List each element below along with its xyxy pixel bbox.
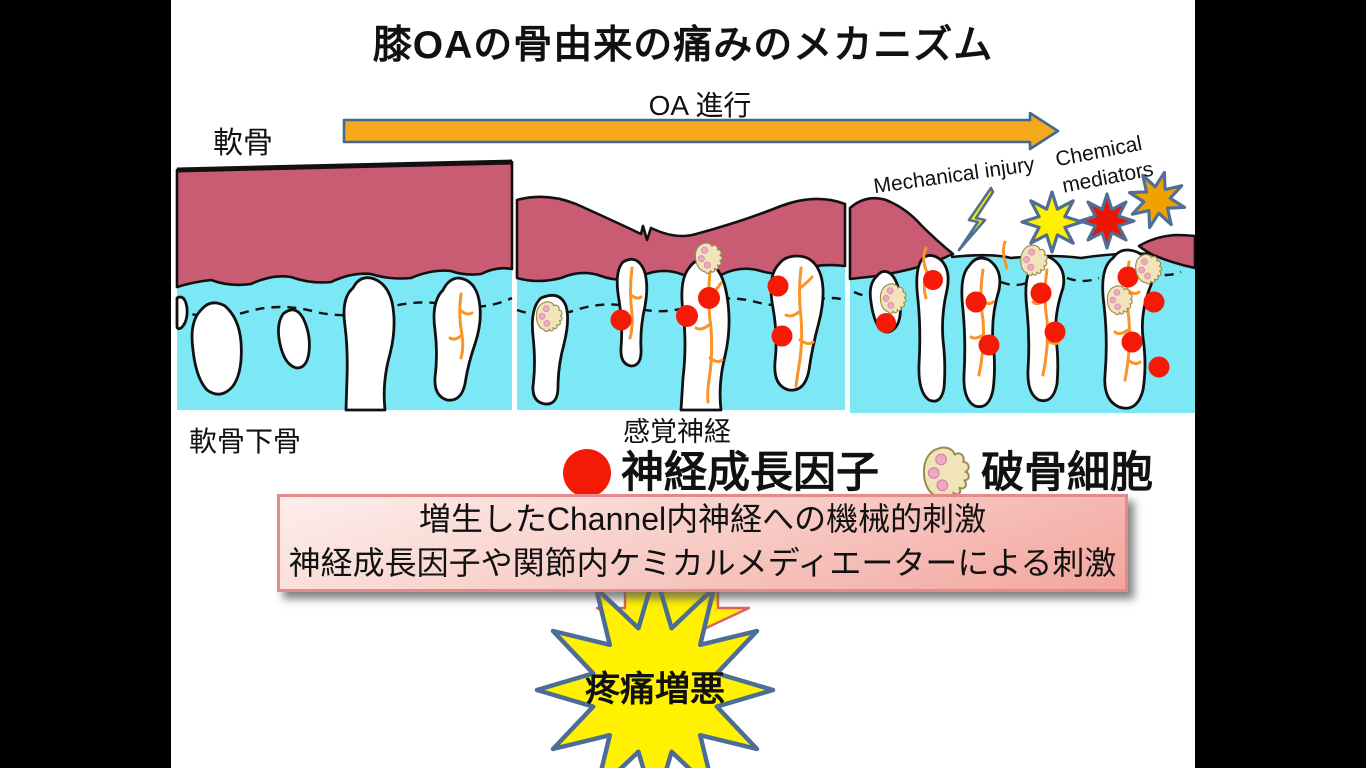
pain-label: 疼痛増悪 xyxy=(585,670,725,709)
oa-progression-arrow-icon xyxy=(342,111,1060,151)
stimulus-line-1: 増生したChannel内神経への機械的刺激 xyxy=(418,501,987,537)
oa-progression-label: OA 進行 xyxy=(648,90,752,121)
sensory-nerve-sprout xyxy=(448,292,474,360)
oa-progression-diagram: Mechanical injury Chemical mediators xyxy=(175,132,1195,413)
legend-osteoclast-label: 破骨細胞 xyxy=(981,448,1153,497)
mediator-star-red-icon xyxy=(1078,192,1136,250)
stimulus-box: 増生したChannel内神経への機械的刺激 神経成長因子や関節内ケミカルメディエ… xyxy=(277,494,1128,592)
sensory-nerve-sprouts xyxy=(628,266,815,404)
diagram-panel-early xyxy=(175,159,514,412)
page-title: 膝OAの骨由来の痛みのメカニズム xyxy=(372,24,994,67)
diagram-panel-severe: Mechanical injury Chemical mediators xyxy=(848,132,1195,413)
legend: 神経成長因子 破骨細胞 xyxy=(563,444,1153,502)
subchondral-bone-label: 軟骨下骨 xyxy=(189,426,302,457)
sensory-nerve-label: 感覚神経 xyxy=(623,417,731,447)
mechanical-injury-label: Mechanical injury xyxy=(872,153,1036,198)
lightning-icon xyxy=(957,186,995,252)
osteoclast-icon xyxy=(922,446,970,500)
pain-burst-icon: 疼痛増悪 xyxy=(534,569,776,768)
legend-ngf-label: 神経成長因子 xyxy=(621,448,879,497)
ngf-dots xyxy=(876,266,1170,378)
stimulus-line-2: 神経成長因子や関節内ケミカルメディエーターによる刺激 xyxy=(288,545,1117,581)
ngf-dot-icon xyxy=(563,449,611,497)
cartilage-label: 軟骨 xyxy=(213,127,273,160)
diagram-panel-moderate xyxy=(515,195,847,412)
mediator-star-yellow-icon xyxy=(1020,190,1084,254)
slide: 膝OAの骨由来の痛みのメカニズム OA 進行 軟骨 軟骨下骨 感覚神経 xyxy=(171,0,1195,768)
ngf-dots xyxy=(610,275,793,347)
